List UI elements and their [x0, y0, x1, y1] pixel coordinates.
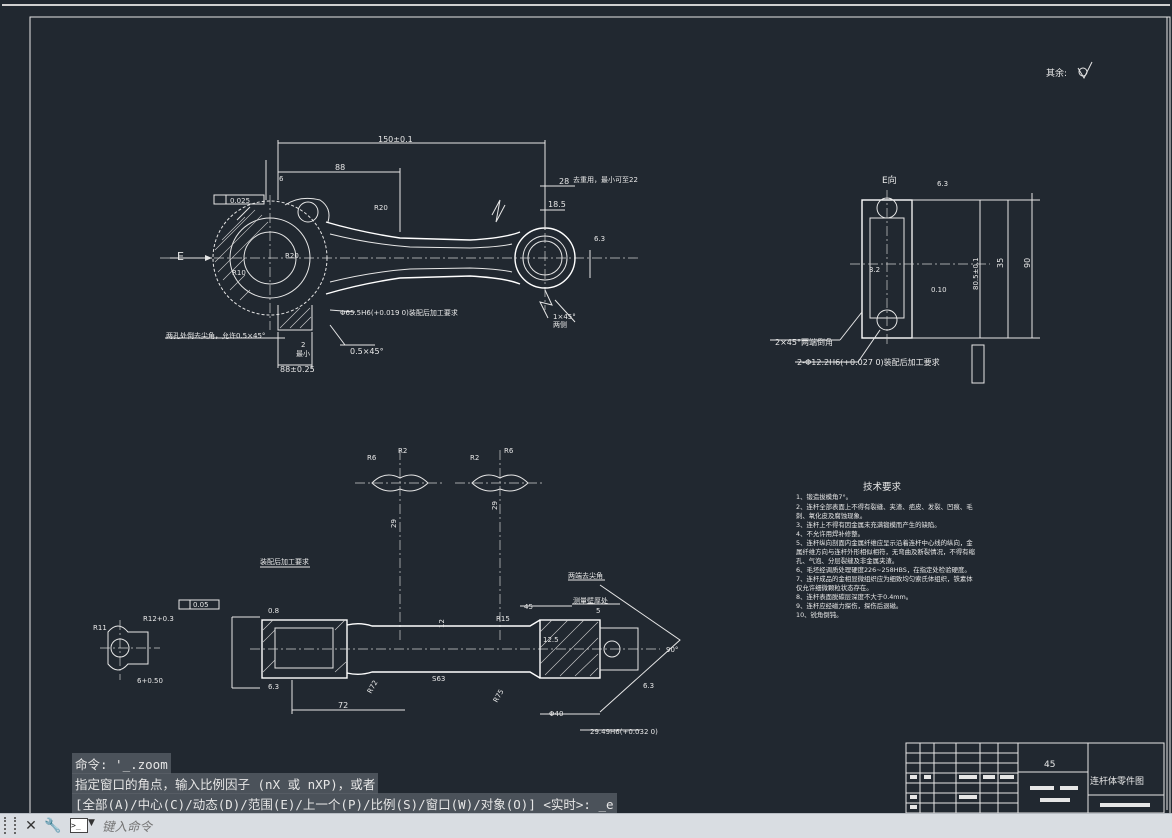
tech-requirements-list: 1、锻造拔模角7°。 2、连杆全部表面上不得有裂缝、夹渣、疤皮、发裂、凹痕、毛 …: [796, 492, 976, 619]
roughness-note: 其余:: [1046, 67, 1067, 79]
tech-item: 2、连杆全部表面上不得有裂缝、夹渣、疤皮、发裂、凹痕、毛: [796, 502, 973, 511]
title-block: [905, 742, 1165, 814]
dim-150: 150±0.1: [378, 135, 413, 144]
dim-r72: R72: [366, 679, 380, 695]
dim-s63: S63: [432, 675, 445, 683]
tech-item: 9、连杆应经磁力探伤，探伤后退磁。: [796, 601, 902, 610]
command-history-line: 命令: '_.zoom: [72, 753, 171, 774]
dim-r11: R11: [93, 624, 107, 632]
dim-90deg: 90°: [666, 646, 678, 654]
dim-6: 6: [279, 175, 284, 183]
dim-45: 45: [524, 603, 533, 611]
roughness-6-3-bottom: 6.3: [268, 683, 279, 691]
title-material: 45: [1044, 760, 1055, 770]
note-remove-sharp-corners: 两端去尖角: [568, 571, 603, 580]
dim-6-050: 6+0.50: [137, 677, 163, 685]
tolerance-0-05: 0.05: [193, 601, 209, 609]
dim-min: 最小: [296, 349, 310, 358]
tolerance-0-10: 0.10: [931, 286, 947, 294]
dim-r15: R15: [496, 615, 510, 623]
tech-item: 6、毛坯经调质处理硬度226~258HBS，在指定处检验硬度。: [796, 565, 971, 574]
dim-29-49: 29.49H6(+0.032 0): [590, 728, 658, 736]
close-icon[interactable]: ✕: [25, 818, 37, 834]
dim-12: 12: [438, 619, 446, 628]
dim-sec-r6-b: R6: [504, 447, 514, 455]
dim-88: 88: [335, 163, 345, 172]
roughness-3-2: 3.2: [869, 266, 880, 274]
tech-item: 属纤维方向与连杆外形相似相符，无弯曲及断裂情况，不得有缩: [796, 547, 976, 556]
tech-item: 5、连杆纵向剖面内金属纤维应呈示沿着连杆中心线的纵向，金: [796, 538, 973, 547]
dim-chamfer-1: 1×45°: [553, 313, 576, 321]
dim-72: 72: [338, 701, 348, 710]
dim-sec-29-a: 29: [390, 519, 398, 528]
tech-item: 孔、气泡、分层裂缝及非金属夹渣。: [796, 556, 898, 565]
rod-longitudinal-section: [178, 566, 681, 731]
note-assembly-machining: 装配后加工要求: [260, 557, 309, 566]
dim-90: 90: [1023, 258, 1032, 268]
command-history-line: 指定窗口的角点，输入比例因子 (nX 或 nXP)，或者: [72, 773, 379, 794]
dim-28: 28: [559, 177, 569, 186]
tech-item: 3、连杆上不得有因金属未充满锻模而产生的缺陷。: [796, 520, 941, 529]
small-end-section: [100, 620, 160, 680]
command-input[interactable]: [100, 816, 1164, 837]
roughness-6-3-small: 6.3: [643, 682, 654, 690]
dim-chamfer-05: 0.5×45°: [350, 347, 384, 356]
view-e-label: E向: [882, 174, 897, 186]
tech-item: 1、锻造拔模角7°。: [796, 492, 852, 501]
dim-r12: R12+0.3: [143, 615, 174, 623]
tech-requirements-title: 技术要求: [863, 481, 902, 493]
command-line-bar: ✕ 🔧 >_ ▼: [0, 813, 1172, 838]
view-arrow-e: E: [177, 250, 184, 263]
tech-item: 8、连杆表面脱碳层深度不大于0.4mm。: [796, 592, 912, 601]
dim-sec-r2-a: R2: [398, 447, 407, 455]
dim-12-5: 12.5: [543, 636, 559, 644]
dim-88-025: 88±0.25: [280, 365, 315, 374]
wrench-icon[interactable]: 🔧: [44, 818, 62, 834]
dim-sec-r6-a: R6: [367, 454, 377, 462]
title-drawing-name: 连杆体零件图: [1090, 775, 1144, 787]
note-both-sides: 两侧: [553, 320, 567, 329]
i-beam-sections: [355, 450, 545, 640]
dim-35: 35: [996, 258, 1005, 268]
dropdown-icon[interactable]: ▼: [88, 818, 95, 828]
terminal-icon[interactable]: >_: [70, 818, 88, 833]
dim-r20b: R20: [374, 204, 388, 212]
note-weight-removal: 去重用，最小可至22: [573, 175, 638, 184]
roughness-6-3: 6.3: [594, 235, 605, 243]
dim-r20: R20: [285, 252, 299, 260]
tolerance-0-025: 0.025: [230, 197, 250, 205]
note-wall-thickness: 测量壁厚处: [573, 596, 608, 605]
roughness-6-3-right: 6.3: [937, 180, 948, 188]
dim-2: 2: [301, 341, 305, 349]
e-direction-view: [770, 190, 1040, 384]
dim-sec-r2-b: R2: [470, 454, 479, 462]
tech-item: 仅允许细微颗粒状态存在。: [796, 583, 873, 592]
tech-item: 10、锐角倒钝。: [796, 610, 842, 619]
roughness-0-8: 0.8: [268, 607, 279, 615]
tech-item: 7、连杆成品的金相显微组织应为细致均匀索氏体组织，铁素体: [796, 574, 973, 583]
drag-handle[interactable]: [4, 817, 16, 834]
viewport-top-border: [2, 4, 1170, 6]
dim-phi40: Φ40: [549, 710, 563, 718]
tech-item: 刺、氧化皮及腐蚀现象。: [796, 511, 866, 520]
command-history-line: [全部(A)/中心(C)/动态(D)/范围(E)/上一个(P)/比例(S)/窗口…: [72, 793, 617, 814]
dim-r75: R75: [492, 688, 506, 704]
note-2-phi12-2: 2-Φ12.2H6(+0.027 0)装配后加工要求: [797, 357, 940, 367]
tech-item: 4、不允许用焊补修整。: [796, 529, 864, 538]
drawing-frame: [29, 16, 1171, 837]
dim-r10: R10: [232, 269, 246, 277]
note-bore-65-5: Φ65.5H6(+0.019 0)装配后加工要求: [340, 308, 458, 317]
dim-sec-29-b: 29: [491, 501, 499, 510]
rod-front-view: [160, 140, 640, 368]
roughness-symbol: [1077, 61, 1093, 80]
note-chamfer-holes: 两孔处倒去尖角，允许0.5×45°: [166, 331, 265, 340]
dim-80-5: 80.5±0.1: [972, 257, 980, 290]
dim-5: 5: [596, 607, 600, 615]
note-2x45-chamfer: 2×45°两端倒角: [775, 337, 833, 347]
dim-18-5: 18.5: [548, 200, 566, 209]
